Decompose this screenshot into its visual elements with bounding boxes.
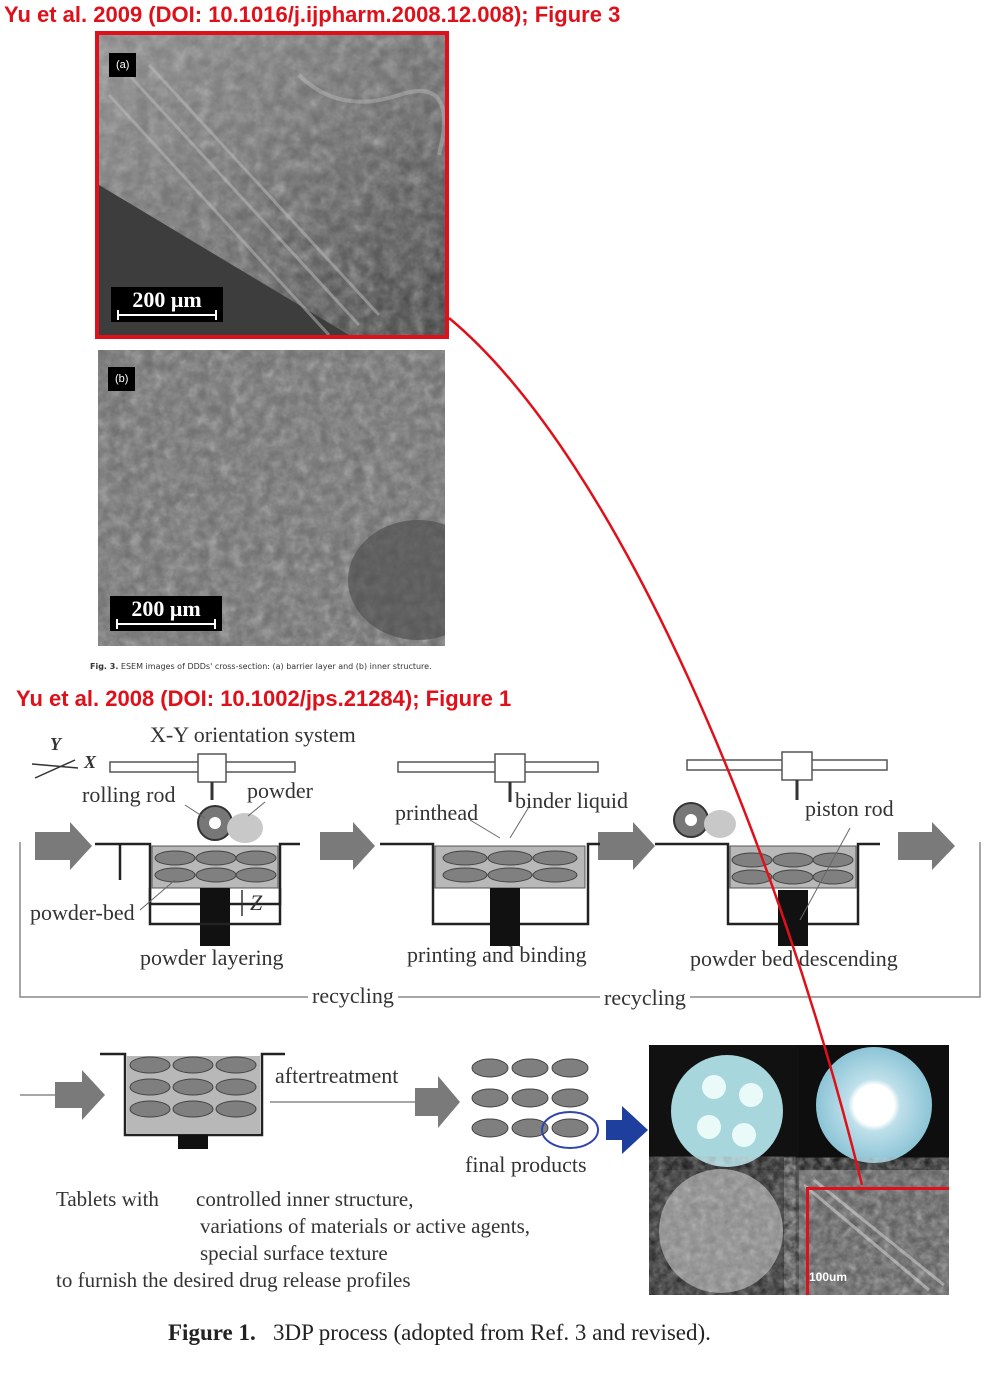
figure1-caption-label: Figure 1. — [168, 1320, 256, 1345]
binder-liquid-label: binder liquid — [515, 788, 629, 813]
panel-b-tag: (b) — [108, 367, 136, 391]
scale-bar-b-label: 200 μm — [131, 596, 201, 621]
figure1-source-header: Yu et al. 2008 (DOI: 10.1002/jps.21284);… — [16, 686, 512, 711]
axis-arrows — [31, 759, 79, 779]
aftertreatment-diagram — [20, 1052, 648, 1154]
recycling-label-2: recycling — [600, 985, 690, 1011]
list-item: to furnish the desired drug release prof… — [56, 1268, 411, 1292]
recycling-label-1: recycling — [308, 983, 398, 1009]
sem-image-a: (a) 200 μm — [95, 31, 449, 339]
fig3-caption-text: ESEM images of DDDs' cross-section: (a) … — [120, 662, 432, 671]
fig3-caption-label: Fig. 3. — [90, 662, 119, 671]
aftertreatment-label: aftertreatment — [275, 1063, 399, 1088]
powder-bed-label: powder-bed — [30, 900, 135, 925]
fig3-caption: Fig. 3. ESEM images of DDDs' cross-secti… — [90, 662, 432, 671]
photo-scale-label: 100um — [809, 1270, 848, 1284]
rolling-rod-icons — [197, 802, 736, 843]
figure1-caption-text: 3DP process (adopted from Ref. 3 and rev… — [272, 1320, 711, 1345]
step-printing-binding: printing and binding — [407, 942, 587, 967]
printhead-label: printhead — [395, 800, 479, 825]
sem-texture-a — [99, 35, 445, 335]
blue-arrow-icon — [606, 1106, 648, 1154]
scale-bar-b: 200 μm — [110, 596, 222, 631]
powder-label: powder — [247, 778, 313, 803]
scale-bar-a-label: 200 μm — [132, 287, 202, 312]
process-diagram — [19, 751, 981, 998]
xy-system-label: X-Y orientation system — [150, 722, 356, 747]
rolling-rod-label: rolling rod — [82, 782, 176, 807]
sem-image-b: (b) 200 μm — [98, 350, 445, 646]
piston-rod-label: piston rod — [805, 796, 894, 821]
list-item: controlled inner structure, — [196, 1187, 414, 1211]
highlight-box — [806, 1187, 949, 1295]
figure3-source-header: Yu et al. 2009 (DOI: 10.1016/j.ijpharm.2… — [4, 2, 621, 27]
tablet-layers — [154, 850, 854, 885]
tablet-photo-grid: 100um — [649, 1045, 949, 1295]
axis-y-label: Y — [50, 734, 61, 754]
scale-bar-a: 200 μm — [111, 287, 223, 322]
recycling-loop — [19, 842, 981, 998]
final-products-label: final products — [465, 1152, 587, 1177]
list-item: special surface texture — [200, 1241, 388, 1265]
final-tablets — [471, 1058, 589, 1138]
axis-x-label: X — [84, 752, 97, 772]
panel-a-tag: (a) — [109, 53, 137, 77]
figure1-caption: Figure 1. 3DP process (adopted from Ref.… — [168, 1320, 711, 1346]
step-powder-layering: powder layering — [140, 945, 284, 970]
z-label: Z — [250, 890, 263, 915]
list-item: variations of materials or active agents… — [200, 1214, 531, 1238]
flow-arrows — [35, 822, 955, 870]
tablets-with-label: Tablets with — [56, 1187, 159, 1211]
